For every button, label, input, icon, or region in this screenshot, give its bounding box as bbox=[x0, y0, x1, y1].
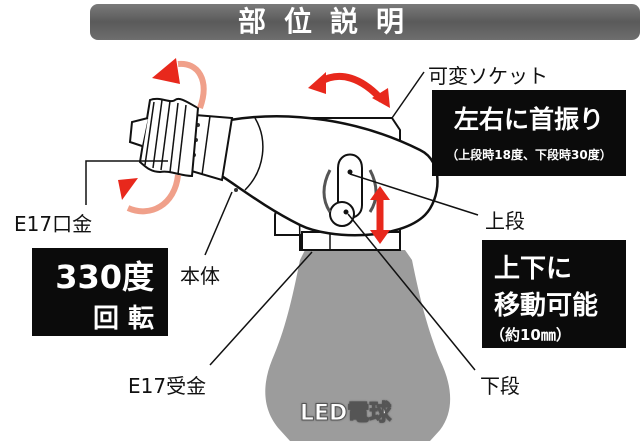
callout-swing: 左右に首振り （上段時18度、下段時30度） bbox=[432, 90, 626, 176]
rotation-arrow-bottom bbox=[126, 174, 181, 215]
label-lower-stage: 下段 bbox=[480, 374, 520, 398]
callout-rotation: 330度 回 転 bbox=[32, 248, 168, 336]
label-variable-socket: 可変ソケット bbox=[428, 64, 548, 88]
callout-rotation-title: 330度 bbox=[55, 258, 154, 296]
label-led-bulb: LED電球 bbox=[299, 401, 392, 427]
rotation-arrow-top bbox=[177, 60, 207, 110]
callout-swing-detail: （上段時18度、下段時30度） bbox=[446, 148, 612, 162]
label-upper-stage: 上段 bbox=[485, 209, 525, 233]
callout-rotation-subtitle: 回 転 bbox=[92, 304, 154, 334]
title-bar: 部位説明 bbox=[90, 4, 640, 40]
label-e17-receiver: E17受金 bbox=[128, 374, 207, 398]
led-bulb-shape bbox=[265, 250, 451, 441]
swing-arrow bbox=[318, 72, 385, 103]
callout-vertical-line1: 上下に bbox=[494, 254, 573, 284]
callout-vertical-line2: 移動可能 bbox=[494, 291, 599, 321]
callout-vertical: 上下に 移動可能 （約10㎜） bbox=[482, 240, 626, 348]
callout-vertical-line3: （約10㎜） bbox=[490, 326, 571, 344]
page-title: 部位説明 bbox=[237, 5, 422, 38]
label-body: 本体 bbox=[180, 264, 220, 288]
label-e17-cap: E17口金 bbox=[14, 212, 93, 236]
callout-swing-title: 左右に首振り bbox=[453, 105, 604, 134]
